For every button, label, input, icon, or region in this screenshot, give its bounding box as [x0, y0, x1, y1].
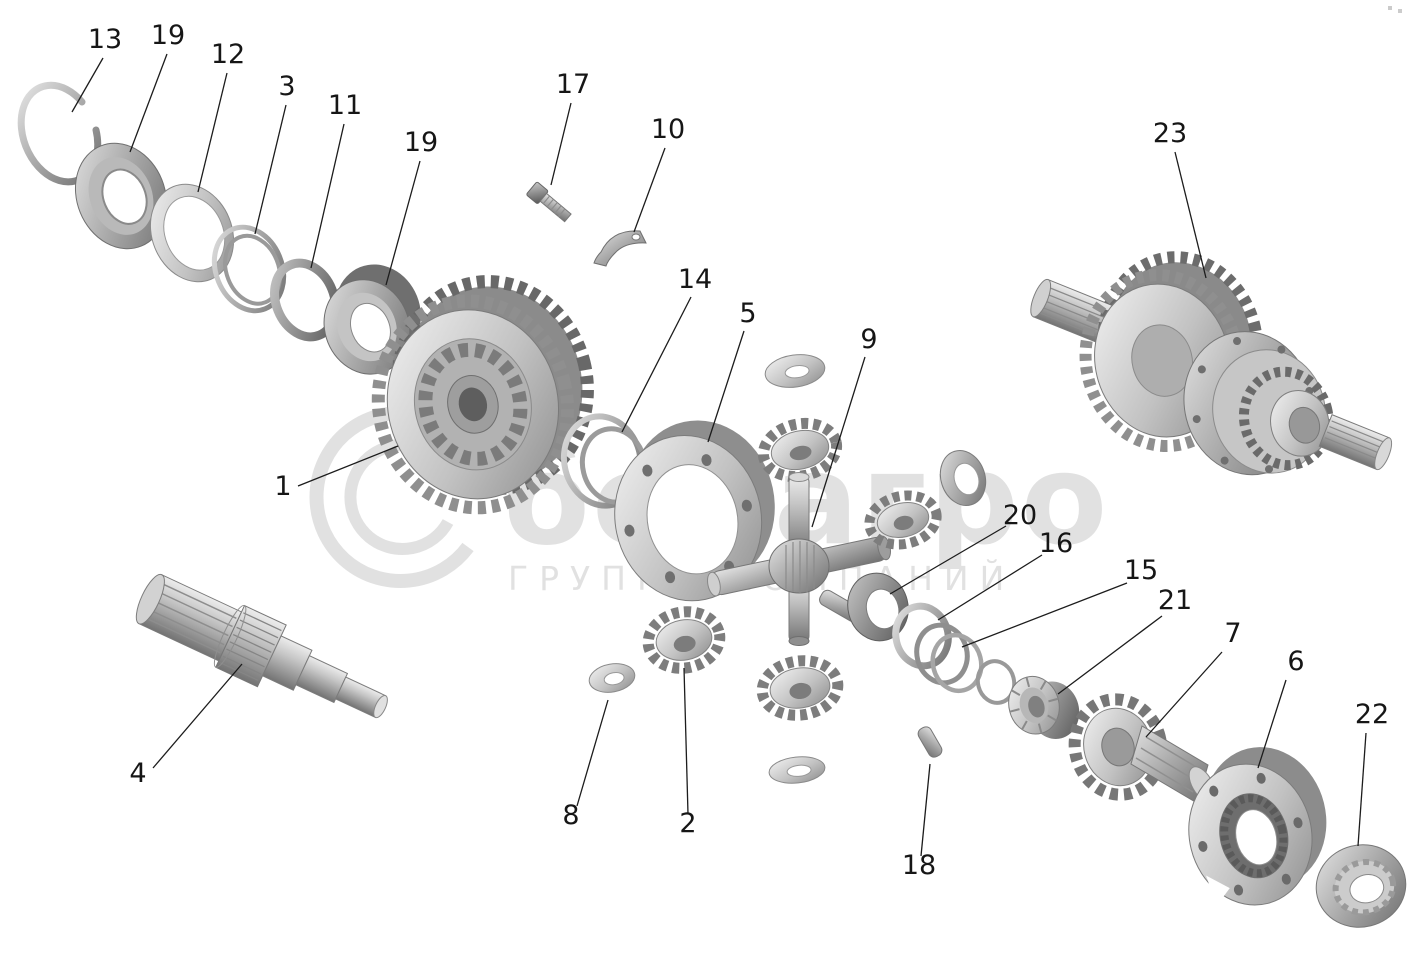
leader-line: [633, 147, 666, 233]
part-label-11: 11: [328, 90, 362, 121]
part-label-13: 13: [88, 24, 122, 55]
leader-line: [961, 582, 1128, 648]
leader-line: [71, 57, 104, 113]
part-label-16: 16: [1039, 528, 1073, 559]
leader-line: [937, 554, 1043, 621]
leader-line: [576, 699, 609, 807]
part-sealing-rings: [211, 224, 287, 314]
part-bolt: [526, 181, 572, 223]
part-label-7: 7: [1224, 618, 1241, 649]
part-thrust-washer-top: [764, 354, 826, 388]
part-label-9: 9: [860, 324, 877, 355]
part-label-15: 15: [1124, 555, 1158, 586]
part-seal-ring-20: [847, 572, 909, 642]
part-washer-8: [588, 663, 636, 693]
part-pin: [917, 726, 943, 758]
part-label-3: 3: [278, 71, 295, 102]
part-ball-bearing: [1315, 844, 1407, 928]
part-bearing-cone-left: [74, 142, 168, 250]
part-thrust-washer-bottom: [768, 756, 826, 784]
leader-line: [1145, 651, 1223, 738]
part-label-4: 4: [129, 758, 146, 789]
leader-line: [811, 356, 866, 528]
part-label-22: 22: [1355, 699, 1389, 730]
leader-line: [920, 763, 931, 857]
part-label-5: 5: [739, 298, 756, 329]
part-drive-gear: [371, 275, 594, 515]
leader-line: [707, 330, 745, 443]
leader-line: [550, 102, 572, 186]
leader-line: [129, 53, 168, 153]
leader-line: [385, 160, 421, 286]
leader-line: [1257, 679, 1287, 769]
part-side-gear-bottom: [756, 655, 844, 721]
part-bevel-pinion: [1068, 693, 1216, 804]
part-bearing-cage: [1188, 747, 1327, 906]
part-label-14: 14: [678, 264, 712, 295]
part-label-10: 10: [651, 114, 685, 145]
leader-line: [310, 123, 345, 269]
leader-line: [197, 72, 228, 193]
part-ring-11: [270, 258, 340, 342]
leader-line: [297, 445, 399, 487]
part-small-ring: [975, 659, 1017, 705]
leader-lines: [71, 53, 1367, 857]
part-label-18: 18: [902, 850, 936, 881]
leader-line: [621, 296, 692, 433]
part-label-1: 1: [274, 471, 291, 502]
part-label-20: 20: [1003, 500, 1037, 531]
part-ring-16: [892, 602, 952, 670]
part-ring-pair-15: [914, 622, 984, 694]
part-label-19b: 19: [404, 127, 438, 158]
part-taper-bearing: [323, 264, 421, 375]
part-labels: 13 19 12 3 11 19 17 10 23 14 5 9 1 20 16…: [88, 20, 1389, 881]
leader-line: [1174, 151, 1207, 279]
part-label-23: 23: [1153, 118, 1187, 149]
part-hub-assembly: [1030, 251, 1393, 476]
leader-line: [254, 104, 287, 235]
leader-line: [152, 663, 243, 769]
part-label-6: 6: [1287, 646, 1304, 677]
part-lock-plate: [593, 230, 647, 267]
part-label-8: 8: [562, 800, 579, 831]
part-drive-shaft: [135, 573, 388, 719]
part-label-12: 12: [211, 39, 245, 70]
part-bearing-cage-half: [614, 420, 775, 602]
part-side-gear-right: [864, 490, 942, 550]
leader-line: [1357, 732, 1367, 847]
leader-line: [1057, 615, 1163, 695]
part-label-19a: 19: [151, 20, 185, 51]
part-label-21: 21: [1158, 585, 1192, 616]
part-label-17: 17: [556, 69, 590, 100]
corner-marks: [1388, 6, 1402, 13]
leader-line: [683, 667, 689, 815]
part-planet-pinion: [642, 606, 726, 674]
leader-line: [889, 525, 1007, 595]
part-label-2: 2: [679, 808, 696, 839]
part-needle-bushing: [1008, 675, 1080, 739]
part-washer-right: [939, 450, 987, 506]
